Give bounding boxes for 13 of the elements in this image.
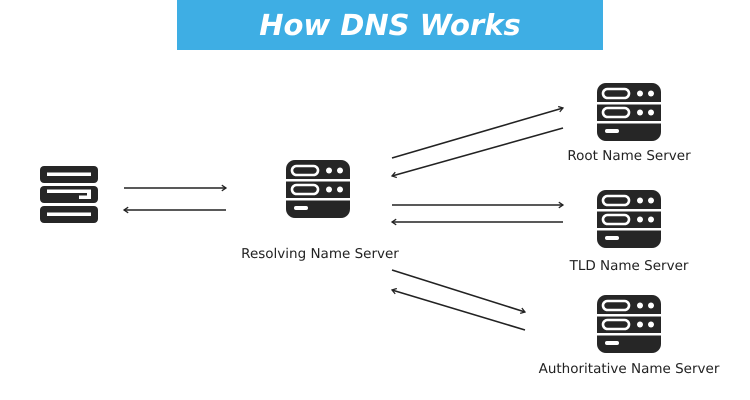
arrow [392,106,564,159]
title-banner: How DNS Works [177,0,603,50]
arrow [391,288,526,331]
server-label: Authoritative Name Server [538,361,720,377]
arrow [392,202,564,208]
arrow [123,206,226,214]
arrow [391,127,564,178]
server-label: Resolving Name Server [241,246,399,262]
arrow [124,184,227,192]
arrow [391,218,563,226]
server-label: TLD Name Server [570,258,688,274]
server-label: Root Name Server [567,148,691,164]
arrow [392,269,526,314]
